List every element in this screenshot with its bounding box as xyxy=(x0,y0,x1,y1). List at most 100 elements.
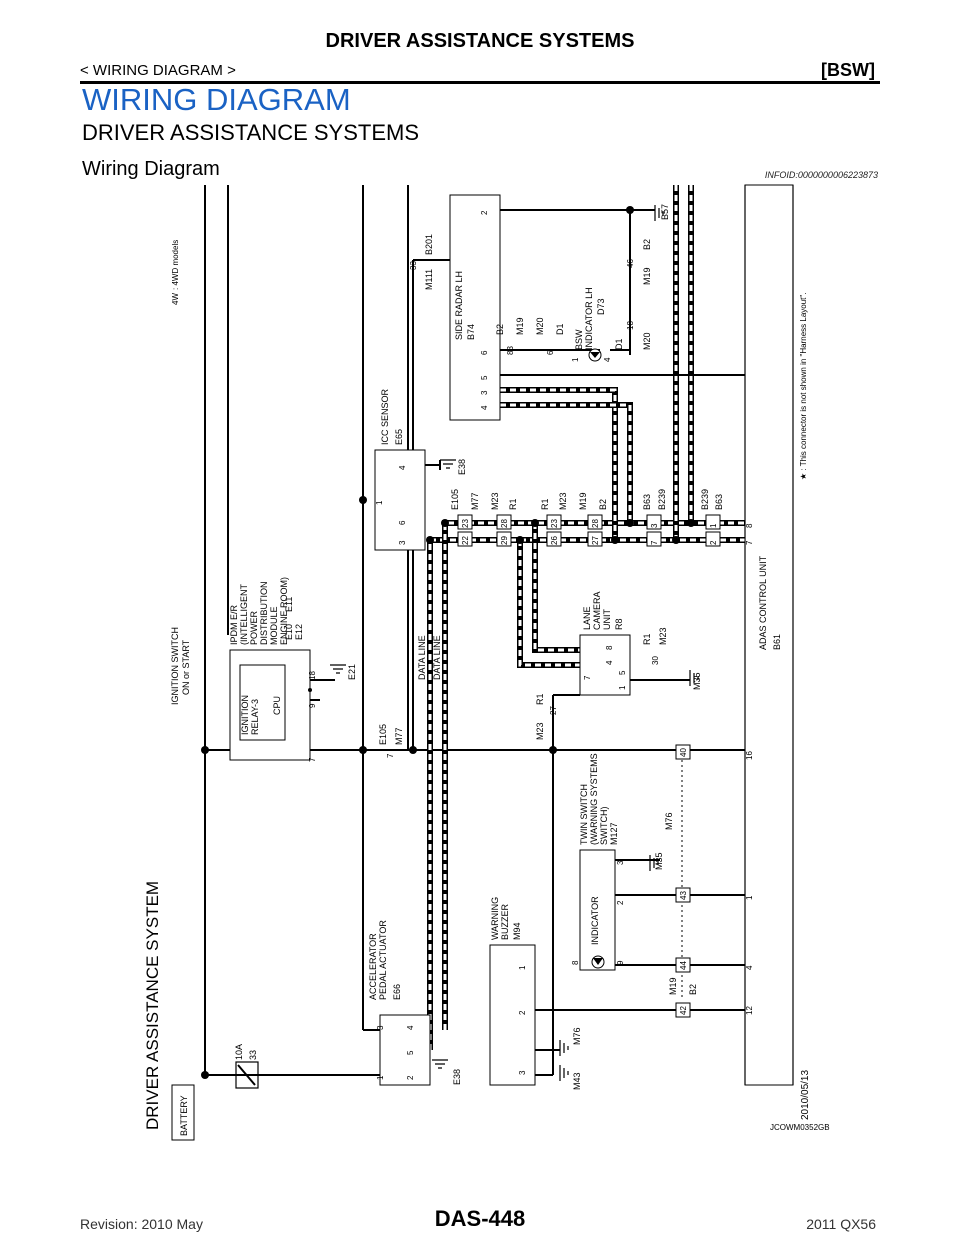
svg-text:4: 4 xyxy=(406,1025,415,1030)
svg-text:1: 1 xyxy=(709,523,718,528)
svg-text:5: 5 xyxy=(618,670,627,675)
icc-conn: E65 xyxy=(394,429,404,445)
svg-text:1: 1 xyxy=(376,1075,385,1080)
lane-jc-m23: M23 xyxy=(658,627,668,645)
breadcrumb: < WIRING DIAGRAM > xyxy=(80,62,236,79)
svg-text:1: 1 xyxy=(618,685,627,690)
svg-text:23: 23 xyxy=(461,519,470,528)
svg-text:M19: M19 xyxy=(578,492,588,510)
bsw-line2: INDICATOR LH xyxy=(584,287,594,350)
svg-text:(INTELLIGENT: (INTELLIGENT xyxy=(239,583,249,645)
ign-relay-line2: RELAY-3 xyxy=(250,699,260,735)
icc-label: ICC SENSOR xyxy=(380,388,390,445)
svg-text:2: 2 xyxy=(709,540,718,545)
ipdm-label: IPDM E/R (INTELLIGENT POWER DISTRIBUTION… xyxy=(229,577,289,645)
svg-text:R1: R1 xyxy=(508,498,518,510)
harness-b2: B2 xyxy=(688,984,698,995)
svg-text:DISTRIBUTION: DISTRIBUTION xyxy=(259,581,269,645)
jc-pin-7: 7 xyxy=(386,753,395,758)
svg-text:2: 2 xyxy=(518,1010,527,1015)
svg-text:16: 16 xyxy=(745,751,754,760)
radar-conn: B74 xyxy=(466,324,476,340)
svg-text:46: 46 xyxy=(626,259,635,268)
svg-text:4: 4 xyxy=(480,405,489,410)
buzzer-line1: WARNING xyxy=(490,897,500,940)
svg-text:27: 27 xyxy=(591,536,600,545)
section-title: DRIVER ASSISTANCE SYSTEMS xyxy=(82,120,420,145)
svg-text:M23: M23 xyxy=(558,492,568,510)
svg-text:4: 4 xyxy=(398,465,407,470)
lane-line2: CAMERA xyxy=(592,591,602,630)
chain-conns: B2 M19 M20 D1 83 6 xyxy=(495,317,565,355)
twin-line3: SWITCH) xyxy=(599,807,609,846)
svg-text:3: 3 xyxy=(376,1025,385,1030)
system-title: DRIVER ASSISTANCE SYSTEM xyxy=(143,881,162,1130)
conn-e12: E12 xyxy=(294,624,304,640)
svg-text:3: 3 xyxy=(650,523,659,528)
twin-line2: (WARNING SYSTEMS xyxy=(589,753,599,845)
subsection-title: Wiring Diagram xyxy=(82,158,220,180)
svg-text:8: 8 xyxy=(571,960,580,965)
svg-text:B239: B239 xyxy=(700,489,710,510)
pin-7: 7 xyxy=(308,757,317,762)
buzzer-conn: M94 xyxy=(512,922,522,940)
svg-text:7: 7 xyxy=(650,540,659,545)
svg-text:POWER: POWER xyxy=(249,610,259,645)
conn-m23-lane: M23 xyxy=(535,722,545,740)
conn-e10: E10 xyxy=(284,624,294,640)
svg-text:6: 6 xyxy=(480,350,489,355)
svg-text:ENGINE ROOM): ENGINE ROOM) xyxy=(279,577,289,645)
svg-text:23: 23 xyxy=(550,519,559,528)
svg-text:2: 2 xyxy=(616,900,625,905)
svg-text:29: 29 xyxy=(500,536,509,545)
adas-control-box xyxy=(744,184,794,1086)
radar-jc-m111: M111 xyxy=(424,269,434,290)
lane-pin-27: 27 xyxy=(549,706,558,715)
svg-text:1: 1 xyxy=(518,965,527,970)
svg-text:R1: R1 xyxy=(540,498,550,510)
bsw-line1: BSW xyxy=(574,329,584,350)
warning-buzzer-box xyxy=(489,944,536,1086)
accel-line1: ACCELERATOR xyxy=(368,933,378,1000)
radar-jc-b201: B201 xyxy=(424,234,434,255)
svg-text:B2: B2 xyxy=(598,499,608,510)
legend-text: : 4WD models xyxy=(171,240,180,290)
harness-m19: M19 xyxy=(668,977,678,995)
svg-text:2: 2 xyxy=(406,1075,415,1080)
cpu-box xyxy=(239,664,286,741)
svg-text:M20: M20 xyxy=(535,317,545,335)
svg-text:40: 40 xyxy=(679,748,688,757)
fuse-number: 33 xyxy=(248,1050,258,1060)
conn-e21: E21 xyxy=(347,664,357,680)
drawing-code: JCOWM0352GB xyxy=(770,1123,830,1132)
lane-pins: 8 4 7 5 1 xyxy=(583,645,627,690)
buzzer-pins: 1 2 3 xyxy=(518,965,527,1075)
radar-pins: 2 6 5 3 4 xyxy=(480,210,489,410)
svg-text:1: 1 xyxy=(375,500,384,505)
connector-rows: E105 M77 M23 R1 R1 M23 M19 B2 B63 B239 B… xyxy=(450,489,724,545)
svg-text:B2: B2 xyxy=(495,324,505,335)
info-id: INFOID:0000000006223873 xyxy=(764,170,878,180)
svg-text:1: 1 xyxy=(745,895,754,900)
svg-text:3: 3 xyxy=(480,390,489,395)
svg-text:18: 18 xyxy=(626,321,635,330)
svg-text:4: 4 xyxy=(745,965,754,970)
svg-text:28: 28 xyxy=(591,519,600,528)
harness-pins: 40 43 44 42 xyxy=(679,748,688,1015)
icc-pins: 1 4 3 6 xyxy=(375,465,407,545)
twin-conn: M127 xyxy=(609,822,619,845)
ign-switch-line1: IGNITION SWITCH xyxy=(170,627,180,705)
diagram-date: 2010/05/13 xyxy=(800,1070,811,1120)
conn-m76-buzzer: M76 xyxy=(572,1027,582,1045)
bsw-conn: D73 xyxy=(596,298,606,315)
svg-text:44: 44 xyxy=(679,961,688,970)
bsw-pin-1: 1 xyxy=(571,357,580,362)
svg-text:43: 43 xyxy=(679,891,688,900)
svg-text:B63: B63 xyxy=(642,494,652,510)
svg-text:IPDM E/R: IPDM E/R xyxy=(229,604,239,645)
battery-label: BATTERY xyxy=(179,1095,189,1136)
svg-text:6: 6 xyxy=(398,520,407,525)
conn-m77: M77 xyxy=(394,727,404,745)
conn-e11: E11 xyxy=(284,597,294,612)
